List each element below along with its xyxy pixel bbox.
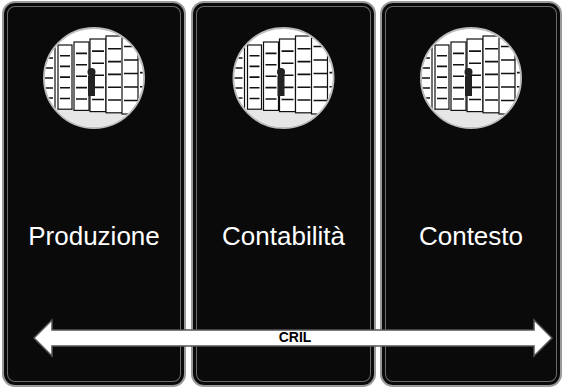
archive-shelves-icon [419, 28, 534, 138]
archive-shelves-icon [42, 28, 157, 138]
panel-title: Produzione [28, 221, 160, 252]
panel-title: Contesto [419, 221, 523, 252]
panel-title: Contabilità [222, 221, 345, 252]
archive-shelves-icon [232, 28, 347, 138]
arrow-label: CRIL [279, 330, 312, 345]
double-arrow [34, 320, 552, 356]
